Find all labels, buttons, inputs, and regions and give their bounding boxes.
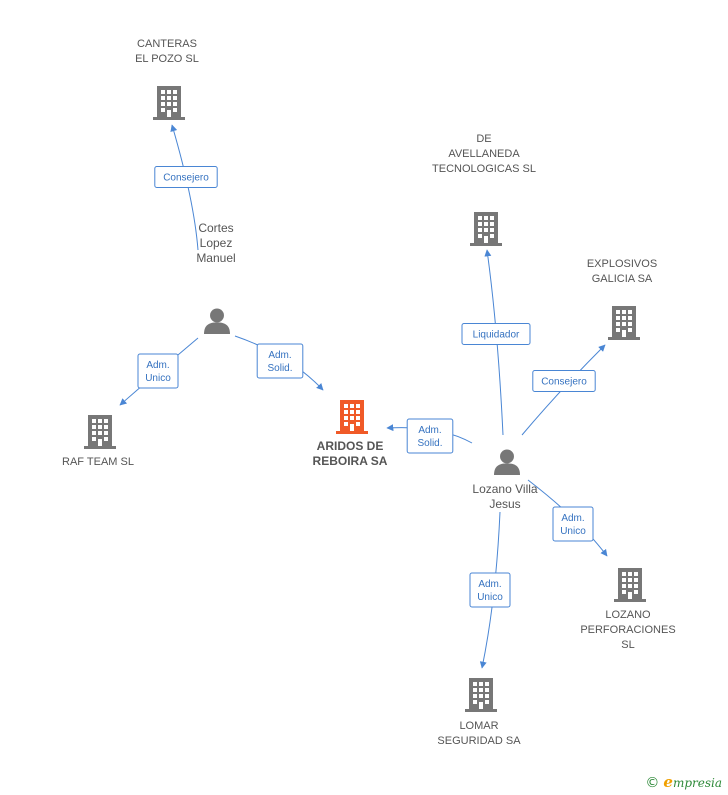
relation-tag-box: [137, 353, 179, 389]
person-icon: [204, 308, 230, 334]
relation-tag-box: [469, 572, 511, 608]
node-label: Lozano Villa: [472, 482, 537, 496]
node-label: Lopez: [200, 236, 233, 250]
relation-tag-box: [532, 370, 596, 392]
node-lomar[interactable]: LOMAR SEGURIDAD SA: [437, 678, 521, 747]
node-avellaneda[interactable]: DE AVELLANEDA TECNOLOGICAS SL: [432, 133, 536, 246]
node-raf[interactable]: RAF TEAM SL: [62, 415, 134, 468]
edge-lozanovilla-to-explosivos: Consejero: [521, 344, 606, 436]
node-label: TECNOLOGICAS SL: [432, 163, 536, 175]
relation-tag-label: Unico: [560, 526, 586, 537]
relation-tag-box: [461, 323, 531, 345]
node-label: CANTERAS: [137, 38, 197, 50]
relation-tag[interactable]: Consejero: [532, 370, 596, 392]
building-icon: [84, 415, 116, 449]
building-icon: [336, 400, 368, 434]
node-label: SL: [621, 639, 634, 651]
node-label: SEGURIDAD SA: [437, 735, 521, 747]
building-icon: [153, 86, 185, 120]
relation-tag-label: Consejero: [163, 173, 209, 184]
edge-lozanovilla-to-lozanoperf: Adm. Unico: [527, 479, 608, 557]
footer-brand: ©empresia: [645, 773, 722, 791]
node-label: EXPLOSIVOS: [587, 258, 657, 270]
building-icon: [465, 678, 497, 712]
node-canteras[interactable]: CANTERAS EL POZO SL: [135, 38, 199, 120]
edge-lozanovilla-to-aridos: Adm. Solid.: [386, 418, 473, 454]
node-label: RAF TEAM SL: [62, 456, 134, 468]
node-label: AVELLANEDA: [448, 148, 520, 160]
edge-lozanovilla-to-avellaneda: Liquidador: [461, 249, 531, 436]
building-icon: [608, 306, 640, 340]
edge-cortes-to-canteras: Consejero: [154, 124, 218, 251]
relation-tag-label: Unico: [477, 592, 503, 603]
edge-cortes-to-raf: Adm. Unico: [119, 337, 199, 406]
relation-tag-box: [406, 418, 454, 454]
relation-tag[interactable]: Adm. Solid.: [256, 343, 304, 379]
relation-tag[interactable]: Consejero: [154, 166, 218, 188]
edge-lozanovilla-to-lomar: Adm. Unico: [469, 511, 511, 669]
node-label: PERFORACIONES: [580, 624, 675, 636]
copyright-icon: ©: [645, 775, 660, 791]
person-icon: [494, 449, 520, 475]
node-lozanoperf[interactable]: LOZANO PERFORACIONES SL: [580, 568, 676, 651]
relation-tag-label: Adm.: [418, 425, 441, 436]
edge-line: [170, 124, 199, 251]
relation-tag-label: Adm.: [146, 360, 169, 371]
relation-tag-box: [154, 166, 218, 188]
relation-tag-label: Consejero: [541, 377, 587, 388]
node-label: Manuel: [196, 251, 235, 265]
relation-tag-label: Adm.: [561, 513, 584, 524]
relation-tag-box: [552, 506, 594, 542]
relation-tag-label: Solid.: [417, 438, 442, 449]
building-icon: [470, 212, 502, 246]
node-label: GALICIA SA: [592, 273, 653, 285]
node-label: ARIDOS DE: [317, 439, 384, 453]
relation-tag[interactable]: Adm. Solid.: [406, 418, 454, 454]
relation-tag-label: Unico: [145, 373, 171, 384]
relation-tag[interactable]: Adm. Unico: [469, 572, 511, 608]
node-explosivos[interactable]: EXPLOSIVOS GALICIA SA: [587, 258, 657, 340]
relation-tag-label: Adm.: [268, 350, 291, 361]
node-label: DE: [476, 133, 491, 145]
edge-cortes-to-aridos: Adm. Solid.: [234, 335, 324, 391]
node-label: LOMAR: [459, 720, 498, 732]
building-icon: [614, 568, 646, 602]
node-label: LOZANO: [605, 609, 651, 621]
relation-tag[interactable]: Adm. Unico: [552, 506, 594, 542]
node-label: Jesus: [489, 497, 520, 511]
relation-tag[interactable]: Adm. Unico: [137, 353, 179, 389]
relation-tag-label: Adm.: [478, 579, 501, 590]
node-label: REBOIRA SA: [313, 454, 388, 468]
node-label: EL POZO SL: [135, 53, 199, 65]
empresia-logo: empresia: [663, 773, 722, 791]
node-label: Cortes: [198, 221, 233, 235]
relation-tag-label: Solid.: [267, 363, 292, 374]
relation-tag-box: [256, 343, 304, 379]
relation-tag[interactable]: Liquidador: [461, 323, 531, 345]
relation-tag-label: Liquidador: [473, 330, 520, 341]
